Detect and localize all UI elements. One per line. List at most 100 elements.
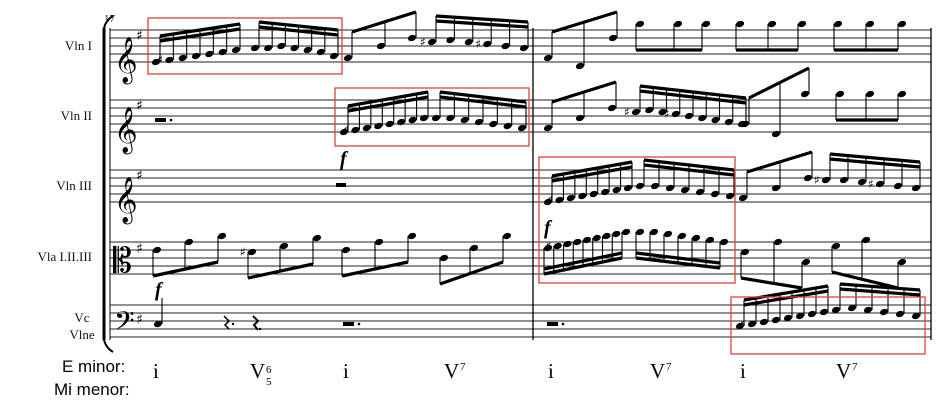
measure-number: 17 xyxy=(104,13,116,25)
key-label-english: E minor: xyxy=(62,357,125,376)
sharp-icon: ♯ xyxy=(740,317,746,331)
analysis-superscript: 7 xyxy=(852,361,858,373)
note-head xyxy=(339,128,349,136)
alto-clef-icon: 𝄡 xyxy=(113,241,132,281)
note-head xyxy=(575,114,585,122)
note-beam xyxy=(347,90,429,108)
note-head xyxy=(875,180,885,188)
note-head xyxy=(701,20,711,28)
note-beam xyxy=(743,284,829,302)
note-head xyxy=(316,48,325,56)
rest-icon xyxy=(336,183,346,187)
note-beam xyxy=(643,158,735,172)
note-head xyxy=(231,46,241,54)
note-head xyxy=(483,40,492,48)
note-head xyxy=(374,238,384,246)
note-head xyxy=(623,184,633,192)
note-beam xyxy=(639,84,747,100)
note-head xyxy=(695,188,705,196)
note-head xyxy=(218,48,227,56)
analysis-figure-bottom: 5 xyxy=(266,376,272,388)
dynamic-marking-viola: f xyxy=(155,279,164,301)
note-head xyxy=(582,236,592,244)
note-head xyxy=(407,34,417,42)
note-head xyxy=(759,318,769,326)
note-beam xyxy=(551,165,633,183)
note-head xyxy=(573,238,582,246)
note-head xyxy=(635,182,645,190)
key-label-spanish: Mi menor: xyxy=(54,380,130,399)
note-head xyxy=(543,54,553,62)
note-head xyxy=(911,184,921,192)
note-head xyxy=(612,186,621,194)
note-head xyxy=(897,258,907,266)
sharp-icon: ♯ xyxy=(664,107,670,121)
note-head xyxy=(631,108,641,116)
instrument-label-vln2: Vln II xyxy=(61,108,92,123)
note-beam xyxy=(341,260,409,278)
note-head xyxy=(469,244,479,252)
instrument-label-bass: Vlne xyxy=(69,327,95,342)
note-head xyxy=(555,196,564,204)
note-beam xyxy=(152,260,219,278)
note-head xyxy=(303,46,312,54)
note-head xyxy=(446,36,455,44)
note-head xyxy=(725,192,735,200)
note-beam xyxy=(639,89,747,105)
note-head xyxy=(501,42,510,50)
analysis-numeral: V xyxy=(250,359,265,383)
note-head xyxy=(612,230,621,238)
note-beam xyxy=(740,276,803,290)
note-head xyxy=(724,118,733,126)
note-head xyxy=(502,232,512,240)
note-head xyxy=(543,198,553,206)
note-head xyxy=(184,238,194,246)
note-beam xyxy=(347,95,429,113)
sharp-icon: ♯ xyxy=(136,28,143,44)
note-head xyxy=(865,90,875,98)
note-head xyxy=(673,20,683,28)
treble-clef-icon: 𝄞 xyxy=(114,107,138,155)
note-beam xyxy=(839,282,921,292)
note-head xyxy=(671,110,680,118)
note-head xyxy=(575,62,585,70)
note-beam xyxy=(439,90,527,104)
sharp-icon: ♯ xyxy=(136,241,143,257)
highlight-box xyxy=(538,156,736,284)
note-head xyxy=(601,188,610,196)
note-head xyxy=(680,186,690,194)
note-head xyxy=(719,238,729,246)
note-head xyxy=(621,228,631,236)
sharp-icon: ♯ xyxy=(240,245,246,259)
note-beam xyxy=(829,152,921,164)
note-beam xyxy=(635,256,721,270)
note-head xyxy=(857,178,867,186)
note-head xyxy=(343,54,353,62)
note-head xyxy=(635,228,645,236)
note-head xyxy=(374,122,383,130)
note-head xyxy=(740,248,750,256)
note-beam xyxy=(543,256,623,276)
note-head xyxy=(578,192,587,200)
note-head xyxy=(650,182,660,190)
note-head xyxy=(833,20,843,28)
note-head xyxy=(592,234,601,242)
note-head xyxy=(427,38,437,46)
note-head xyxy=(879,308,889,316)
note-beam xyxy=(258,25,339,37)
note-head xyxy=(847,304,857,312)
note-head xyxy=(460,116,469,124)
treble-clef-icon: 𝄞 xyxy=(114,177,138,225)
note-head xyxy=(408,116,417,124)
note-head xyxy=(771,316,781,324)
dynamic-marking-vln3: f xyxy=(544,217,553,239)
note-head xyxy=(474,118,484,126)
note-head xyxy=(153,320,163,328)
note-head xyxy=(607,104,617,112)
note-head xyxy=(821,176,831,184)
note-head xyxy=(740,120,750,128)
note-head xyxy=(677,232,687,240)
note-head xyxy=(446,114,455,122)
note-head xyxy=(329,52,339,60)
rest-icon xyxy=(155,118,173,122)
